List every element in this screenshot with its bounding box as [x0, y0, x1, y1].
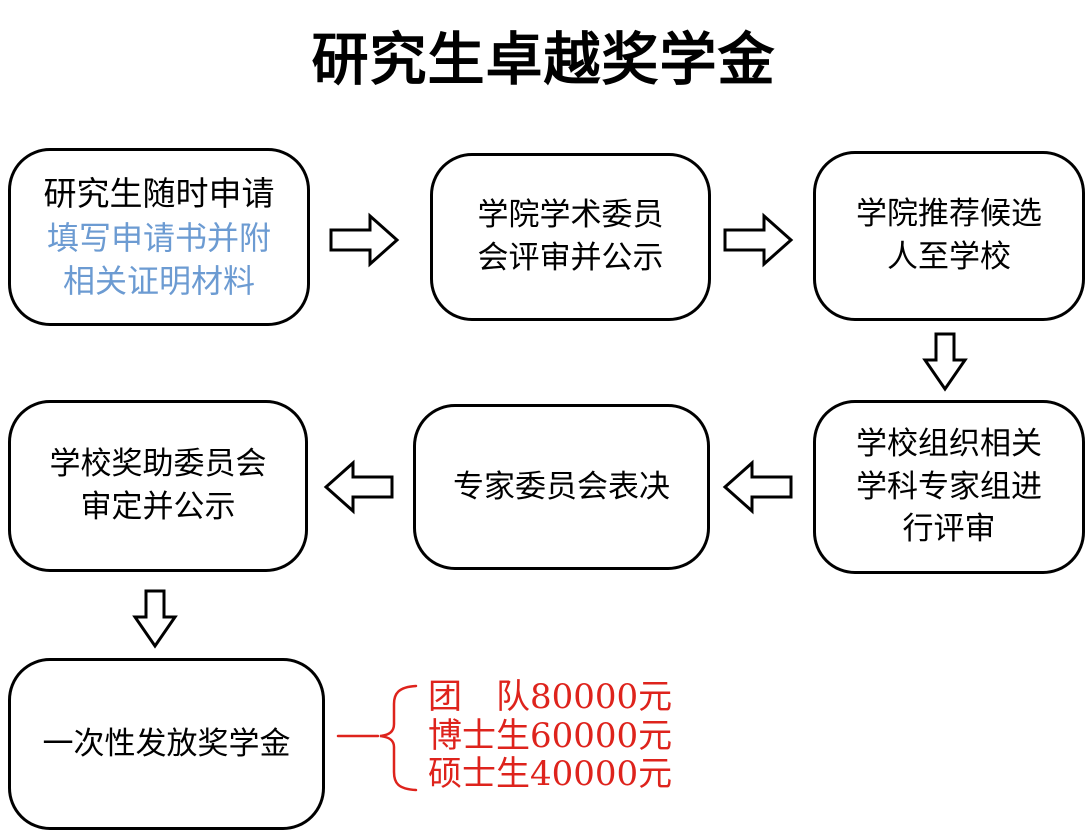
- flow-node-apply-main: 研究生随时申请: [43, 175, 275, 213]
- award-amount-master: 硕士生40000元: [428, 754, 673, 794]
- page-title: 研究生卓越奖学金: [311, 26, 776, 93]
- flow-node-college-review: 学院学术委员 会评审并公示: [430, 153, 711, 321]
- flow-node-disburse-line-1: 一次性发放奖学金: [42, 725, 291, 761]
- flow-node-college-recommend-line-1: 学院推荐候选: [856, 196, 1042, 232]
- flow-node-award-committee-line-1: 学校奖助委员会: [49, 446, 267, 482]
- award-amount-doctoral: 博士生60000元: [428, 716, 673, 756]
- award-amount-team: 团 队80000元: [428, 677, 673, 717]
- flow-node-expert-vote-line-1: 专家委员会表决: [453, 468, 670, 504]
- flow-node-award-committee: 学校奖助委员会 审定并公示: [8, 400, 308, 572]
- arrow-right-icon: [328, 210, 400, 270]
- flow-node-college-recommend: 学院推荐候选 人至学校: [813, 151, 1085, 321]
- flow-node-school-expert-review: 学校组织相关 学科专家组进 行评审: [813, 400, 1085, 574]
- flow-node-college-recommend-line-2: 人至学校: [887, 239, 1011, 274]
- flow-node-apply-note-2: 相关证明材料: [62, 261, 255, 300]
- arrow-left-icon: [722, 457, 794, 517]
- arrow-right-icon: [722, 210, 794, 270]
- arrow-down-icon: [132, 588, 178, 650]
- flow-node-award-committee-line-2: 审定并公示: [80, 489, 236, 524]
- brace-icon: [336, 682, 436, 799]
- flow-node-school-expert-review-line-2: 学科专家组进: [856, 468, 1042, 504]
- arrow-left-icon: [323, 457, 395, 517]
- arrow-down-icon: [922, 331, 968, 393]
- flow-node-school-expert-review-line-3: 行评审: [902, 511, 996, 547]
- flow-node-college-review-line-1: 学院学术委员: [477, 197, 664, 233]
- flow-node-apply: 研究生随时申请 填写申请书并附 相关证明材料: [8, 148, 310, 326]
- flow-node-expert-vote: 专家委员会表决: [413, 404, 710, 570]
- flow-node-disburse: 一次性发放奖学金: [8, 658, 325, 830]
- flow-node-school-expert-review-line-1: 学校组织相关: [856, 425, 1042, 461]
- flow-node-apply-note-1: 填写申请书并附: [46, 218, 271, 257]
- flow-node-college-review-line-2: 会评审并公示: [477, 240, 664, 275]
